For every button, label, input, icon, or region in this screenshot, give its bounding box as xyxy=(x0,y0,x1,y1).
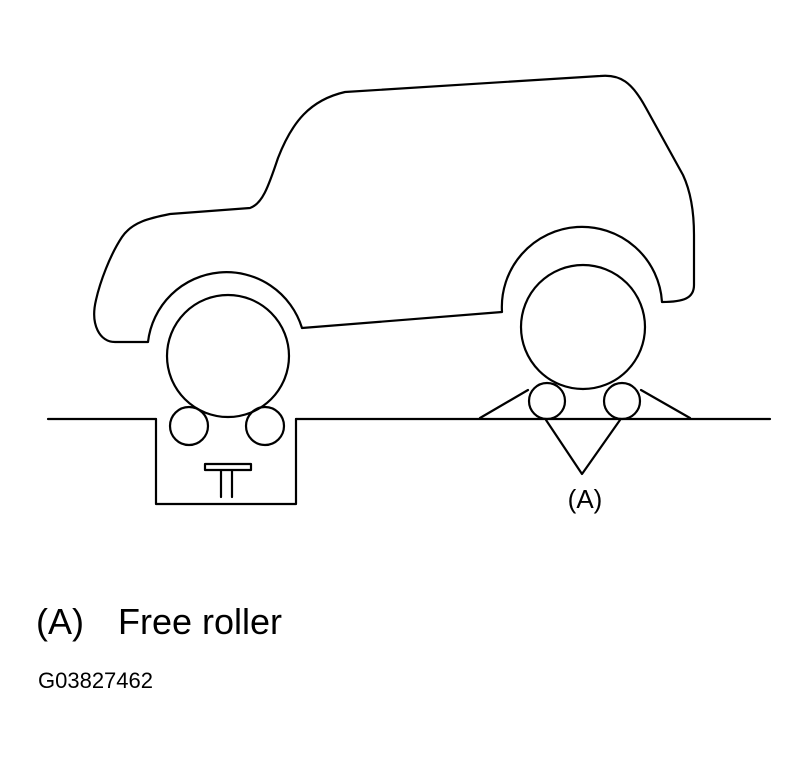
free-roller-left xyxy=(527,381,567,421)
pit xyxy=(154,417,298,506)
legend-key: (A) xyxy=(36,601,84,642)
figure-id: G03827462 xyxy=(38,668,153,693)
vehicle-body xyxy=(93,74,696,344)
callout-leader xyxy=(544,418,622,476)
legend-description: Free roller xyxy=(118,601,283,642)
free-roller-stand xyxy=(478,388,692,420)
front-wheel xyxy=(165,293,291,419)
pit-support xyxy=(203,462,253,499)
dynamometer-roller-right xyxy=(244,405,286,447)
free-roller-right xyxy=(602,381,642,421)
rear-wheel xyxy=(519,263,647,391)
callout-label: (A) xyxy=(568,484,603,514)
dynamometer-roller-left xyxy=(168,405,210,447)
legend: (A) Free roller xyxy=(36,600,282,644)
